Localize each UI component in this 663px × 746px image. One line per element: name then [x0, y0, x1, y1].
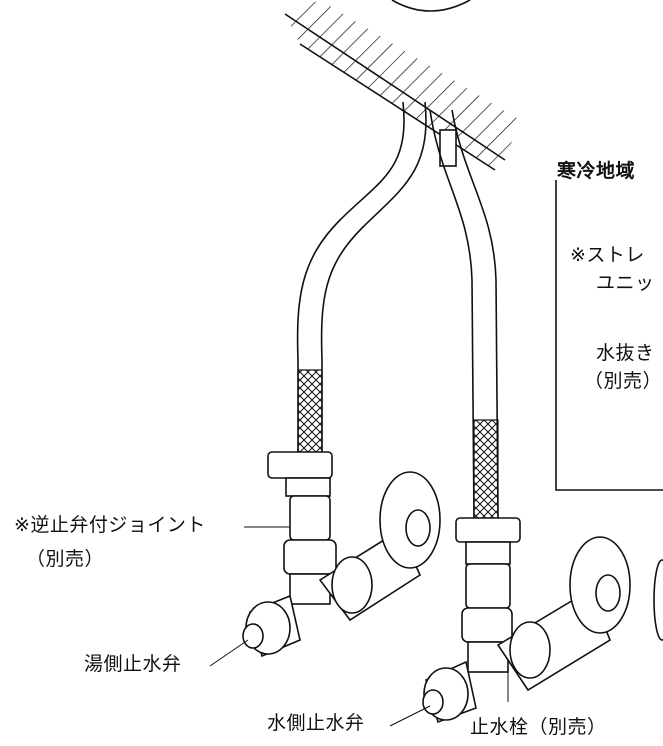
hot-stop-valve-label: 湯側止水弁 [84, 653, 182, 675]
hot-valve-assembly [242, 451, 441, 658]
cold-valve-assembly [422, 517, 631, 724]
leader-hot-valve [209, 639, 249, 667]
cold-region-box-border [555, 180, 663, 491]
water-stop-valve-label: 水側止水弁 [267, 712, 365, 734]
hot-hose [296, 101, 427, 461]
cold-region-line1: ※ストレ [570, 244, 645, 266]
leader-water-valve [389, 705, 431, 727]
stop-cock-label: 止水栓（別売） [470, 716, 607, 738]
check-valve-joint-note: （別売） [26, 548, 105, 570]
cold-region-line2: ユニッ [596, 272, 655, 294]
floor-slab [284, 0, 520, 171]
cold-region-title: 寒冷地域 [557, 160, 636, 182]
fixture-bottom [391, 0, 471, 12]
cold-region-line4: （別売） [584, 370, 663, 392]
check-valve-joint-label: ※逆止弁付ジョイント [14, 514, 206, 536]
cold-hose [429, 109, 499, 521]
cold-region-line3: 水抜き [596, 342, 655, 364]
